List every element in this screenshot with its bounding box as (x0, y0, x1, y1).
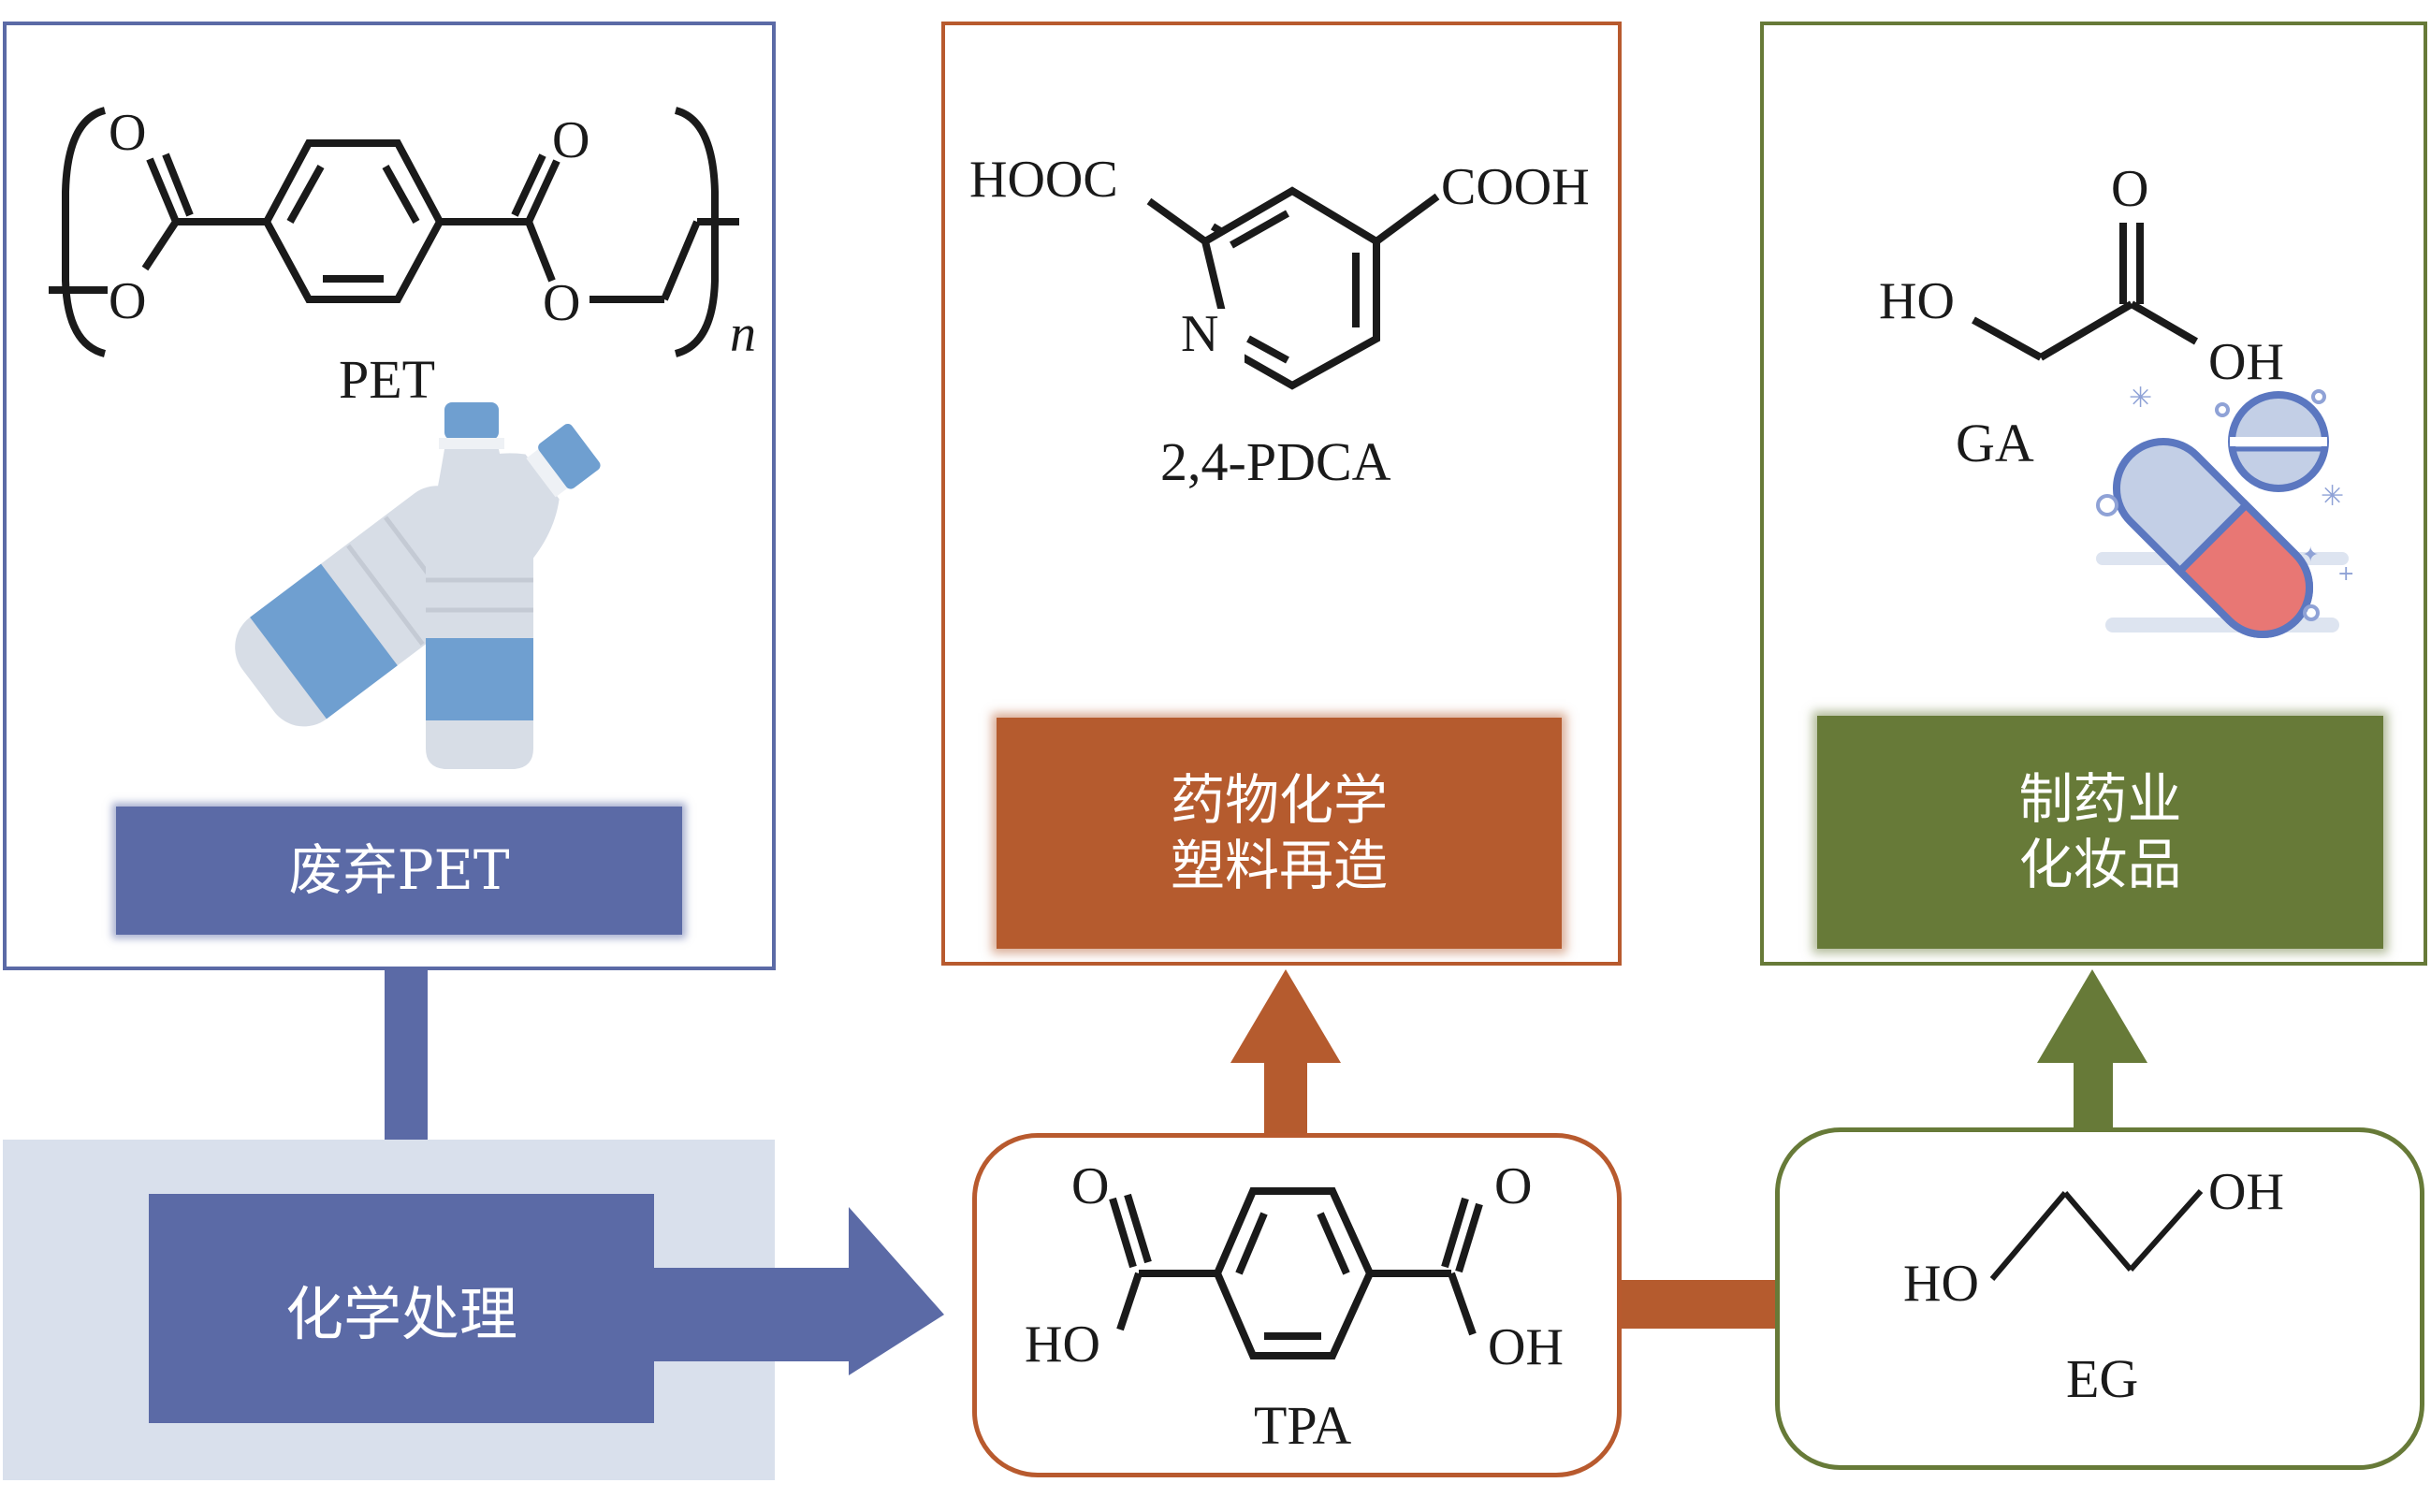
svg-text:✳: ✳ (2321, 480, 2344, 513)
pdca-atom-n: N (1181, 305, 1219, 363)
pet-name: PET (339, 349, 436, 410)
ga-atom-ho: HO (1879, 272, 1955, 330)
svg-text:+: + (2337, 562, 2354, 586)
pdca-application-line-1: 药物化学 (1170, 767, 1388, 832)
pet-structure (49, 107, 739, 357)
plastic-bottles-icon (235, 402, 601, 769)
pet-atom-o-ester-right: O (543, 274, 581, 332)
waste-pet-label-text: 废弃PET (288, 837, 510, 902)
process-to-tpa-arrow (654, 1207, 944, 1375)
tpa-eg-connector (1621, 1280, 1778, 1329)
tpa-atom-oh-right: OH (1488, 1318, 1564, 1376)
eg-to-ga-arrow (2037, 969, 2147, 1130)
eg-atom-oh: OH (2208, 1163, 2284, 1221)
pdca-application-label: 药物化学 塑料再造 (997, 718, 1562, 949)
ga-structure (1972, 223, 2199, 361)
pdca-name: 2,4-PDCA (1160, 431, 1391, 492)
ga-name: GA (1956, 413, 2034, 473)
pdca-atom-cooh: COOH (1441, 158, 1590, 216)
chemical-treatment-label: 化学处理 (284, 1279, 517, 1348)
pdca-atom-hooc: HOOC (969, 151, 1118, 209)
tpa-atom-o-right: O (1494, 1157, 1533, 1215)
chemical-treatment-box: 化学处理 (149, 1194, 654, 1423)
eg-structure (1989, 1189, 2204, 1281)
ga-atom-oh: OH (2208, 333, 2284, 391)
ga-application-line-1: 制药业 (2018, 766, 2182, 831)
pdca-n-mask (1198, 309, 1245, 365)
svg-text:✦: ✦ (2302, 544, 2319, 567)
svg-text:✳: ✳ (2129, 382, 2152, 414)
tpa-atom-ho-left: HO (1025, 1316, 1100, 1374)
pet-right-bracket (674, 107, 719, 357)
tpa-structure (1109, 1187, 1483, 1359)
pdca-application-line-2: 塑料再造 (1170, 833, 1388, 897)
pet-left-bracket (62, 107, 107, 357)
pills-icon: ✳ ✳ ✦ + (2096, 382, 2354, 639)
eg-node (1775, 1127, 2424, 1470)
tpa-atom-o-left: O (1071, 1157, 1110, 1215)
pet-atom-o-carbonyl-left: O (109, 104, 147, 162)
ga-application-line-2: 化妆品 (2018, 832, 2182, 896)
pet-atom-o-ester-left: O (109, 272, 147, 330)
tpa-to-pdca-arrow (1230, 969, 1341, 1138)
tpa-name: TPA (1254, 1395, 1352, 1456)
eg-name: EG (2066, 1348, 2139, 1409)
ga-atom-o: O (2111, 160, 2149, 218)
eg-atom-ho: HO (1903, 1255, 1979, 1313)
pet-atom-o-carbonyl-right: O (552, 111, 590, 169)
pet-repeat-subscript: n (730, 305, 756, 363)
ga-application-label: 制药业 化妆品 (1817, 716, 2383, 949)
waste-pet-label: 废弃PET (116, 807, 682, 935)
